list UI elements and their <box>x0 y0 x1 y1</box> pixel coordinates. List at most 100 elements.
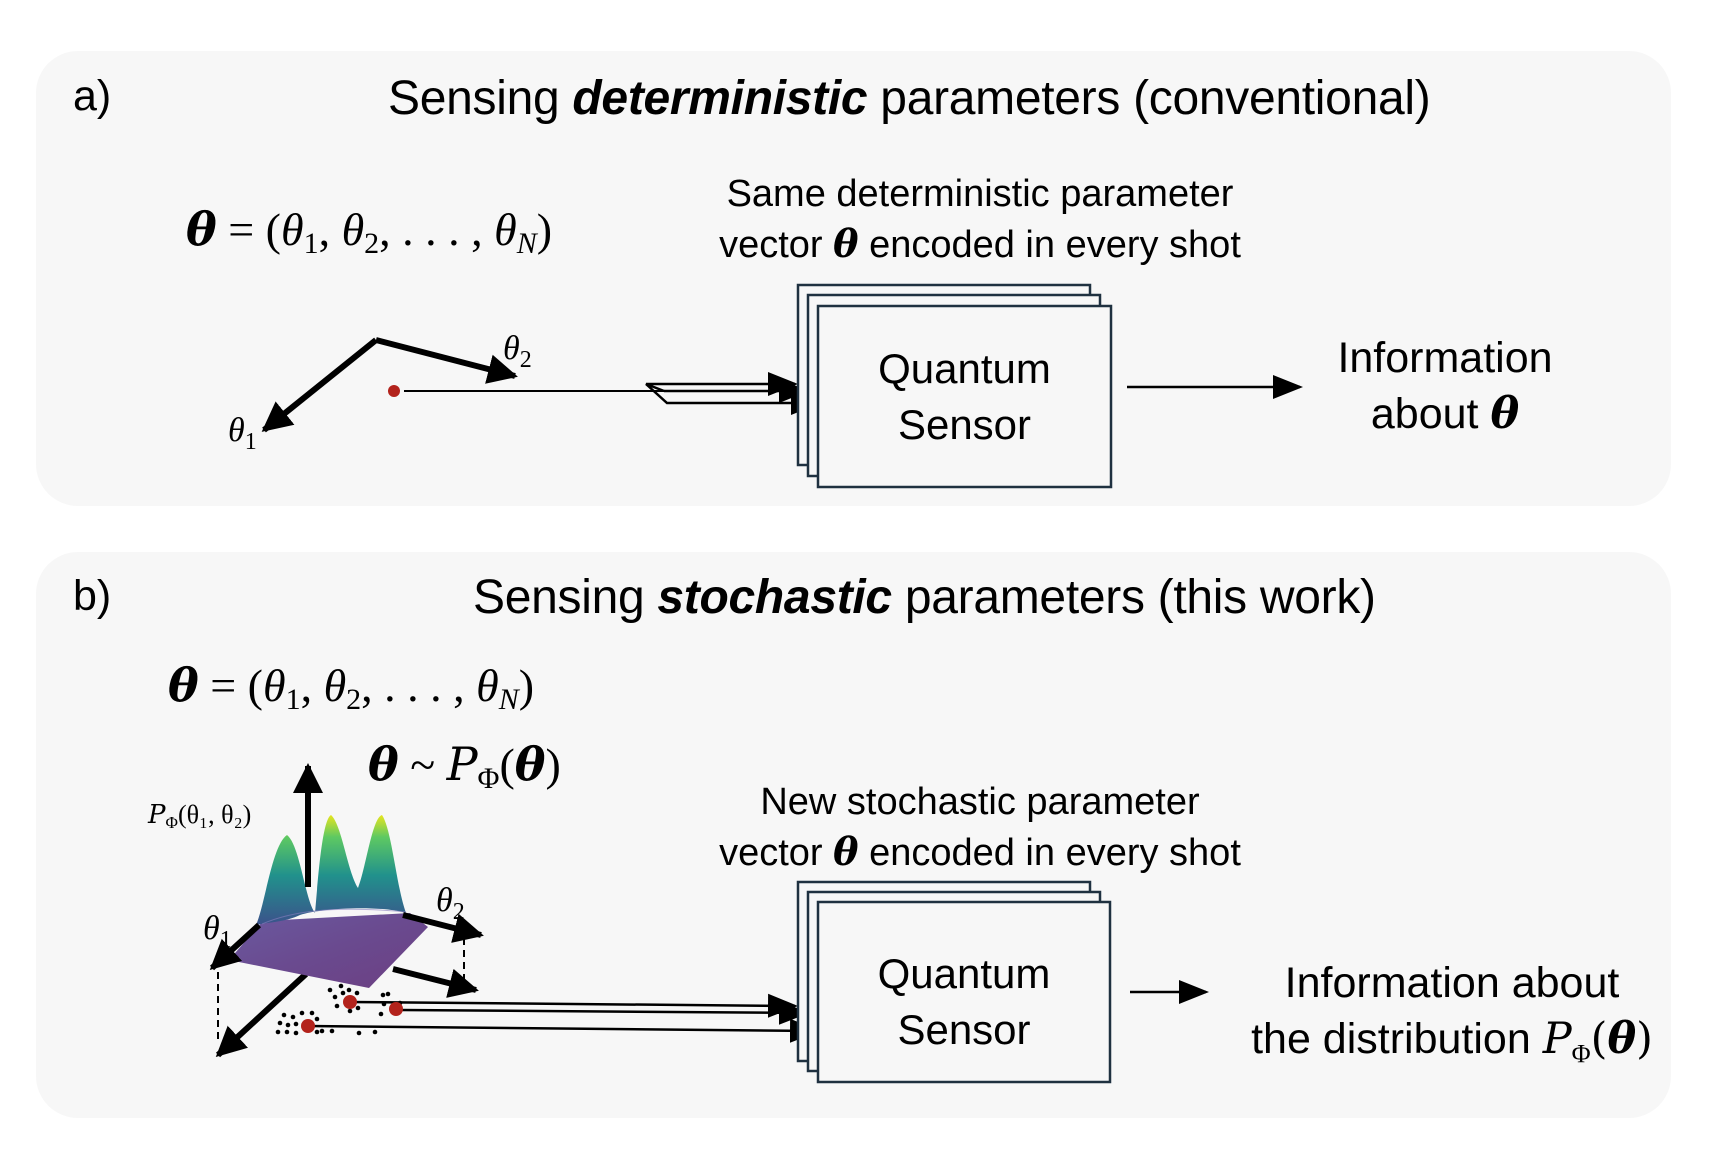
output-pre: about <box>1370 390 1491 438</box>
shot-arrow-1 <box>349 993 798 1018</box>
sensor-line-2: Sensor <box>897 1006 1031 1053</box>
theta-vector: θ <box>186 202 217 256</box>
sample-dot <box>372 1029 378 1035</box>
script-p: P <box>446 737 478 791</box>
axis-label-theta1: θ1 <box>228 412 257 456</box>
phi-sub: Φ <box>165 813 178 832</box>
panel-b-sensor-stack <box>796 880 1112 1084</box>
sample-dot <box>319 1028 325 1034</box>
theta-vector: θ <box>168 658 199 712</box>
sub-n: N <box>516 227 537 260</box>
sample-dot <box>347 1008 353 1014</box>
sim: ~ <box>398 739 447 790</box>
panel-a-axes <box>261 337 518 433</box>
sub-1: 1 <box>303 227 319 260</box>
ellipsis: , . . . , <box>361 660 477 711</box>
sampled-parameter-point <box>301 1019 315 1033</box>
panel-b-shot-arrows <box>306 993 820 1043</box>
theta-2: θ <box>323 660 347 711</box>
sample-dot <box>293 1030 299 1036</box>
script-p: P <box>1542 1014 1572 1064</box>
sample-dot <box>355 1005 361 1011</box>
sample-dot <box>340 990 346 996</box>
sample-dot <box>314 1029 320 1035</box>
panel-a-sensor-stack <box>796 283 1113 489</box>
sub-1: 1 <box>285 683 301 716</box>
comma: , <box>300 660 324 711</box>
theta-vector: θ <box>833 221 859 266</box>
ellipsis: , . . . , <box>379 204 495 255</box>
density-args: (θ₁, θ₂) <box>177 800 252 829</box>
close-paren: ) <box>545 739 561 790</box>
theta-vector: θ <box>1607 1014 1637 1064</box>
sample-dot <box>385 991 391 997</box>
sample-dot <box>299 1010 305 1016</box>
theta-n: θ <box>476 660 499 711</box>
sub-n: N <box>498 683 519 716</box>
panel-b-axes <box>209 763 484 971</box>
phi-sub: Φ <box>477 762 500 795</box>
shot-arrow-2 <box>399 1000 809 1025</box>
sample-dot <box>293 1021 299 1027</box>
panel-a-output-label: Information about θ <box>1300 330 1590 442</box>
parameter-point <box>388 385 400 397</box>
theta-vector: θ <box>833 829 859 874</box>
sensor-box-front <box>816 304 1113 489</box>
theta-2: θ <box>341 204 365 255</box>
sampled-points <box>301 995 403 1033</box>
caption-line-1: Same deterministic parameter <box>726 173 1234 215</box>
shot-arrow-3 <box>645 383 821 415</box>
sub: 1 <box>244 429 257 455</box>
panel-b-output-label: Information about the distribution PΦ(θ) <box>1222 955 1682 1083</box>
surface-ridge <box>261 908 407 925</box>
theta: θ <box>203 910 220 947</box>
equals: = ( <box>198 660 263 711</box>
sample-dot <box>329 1028 335 1034</box>
sample-dot <box>327 987 333 993</box>
caption-post: encoded in every shot <box>858 224 1241 266</box>
sample-dot <box>314 1016 320 1022</box>
axis-theta2-arrow <box>375 337 518 384</box>
title-prefix: Sensing <box>473 571 658 624</box>
surface-peaks <box>256 815 406 925</box>
sample-dot <box>275 1029 281 1035</box>
sample-dot <box>290 1014 296 1020</box>
sample-dot <box>356 1030 362 1036</box>
panel-a-sensor-label: Quantum Sensor <box>818 341 1111 453</box>
sample-dot <box>281 1012 287 1018</box>
sensor-box-front <box>816 900 1112 1084</box>
comma: , <box>318 204 342 255</box>
equals: = ( <box>216 204 281 255</box>
density-axis-label: PΦ(θ₁, θ₂) <box>148 800 251 833</box>
sample-dot <box>346 987 352 993</box>
theta-1: θ <box>280 204 304 255</box>
title-emphasis: deterministic <box>572 72 868 125</box>
caption-line-2: vector θ encoded in every shot <box>700 827 1260 878</box>
sample-dot <box>334 1003 340 1009</box>
theta-vector: θ <box>1490 389 1520 439</box>
theta-vector: θ <box>368 737 399 791</box>
sampled-parameter-point <box>343 995 357 1009</box>
caption-post: encoded in every shot <box>858 832 1241 874</box>
phi-sub: Φ <box>1571 1039 1591 1069</box>
sample-dot <box>284 1029 290 1035</box>
shot-arrow-3 <box>306 1018 820 1043</box>
sample-dot <box>354 990 360 996</box>
sample-scatter <box>275 983 403 1036</box>
panel-a-shot-arrows <box>645 372 821 415</box>
panel-b-distribution-equation: θ ~ PΦ(θ) <box>368 737 561 796</box>
script-p: P <box>148 800 166 830</box>
close-paren: ) <box>536 204 553 255</box>
sample-dot <box>277 1020 283 1026</box>
theta: θ <box>228 412 245 449</box>
panel-a-vector-equation: θ = (θ1, θ2, . . . , θN) <box>186 202 552 261</box>
panel-b-sensor-label: Quantum Sensor <box>818 946 1110 1058</box>
panel-a-caption: Same deterministic parameter vector θ en… <box>700 170 1260 270</box>
open-paren: ( <box>499 739 515 790</box>
theta-n: θ <box>494 204 517 255</box>
caption-line-2: vector θ encoded in every shot <box>700 219 1260 270</box>
output-line-2: the distribution PΦ(θ) <box>1222 1011 1682 1083</box>
caption-line-1: New stochastic parameter <box>760 781 1200 823</box>
panel-b-vector-equation: θ = (θ1, θ2, . . . , θN) <box>168 658 534 717</box>
